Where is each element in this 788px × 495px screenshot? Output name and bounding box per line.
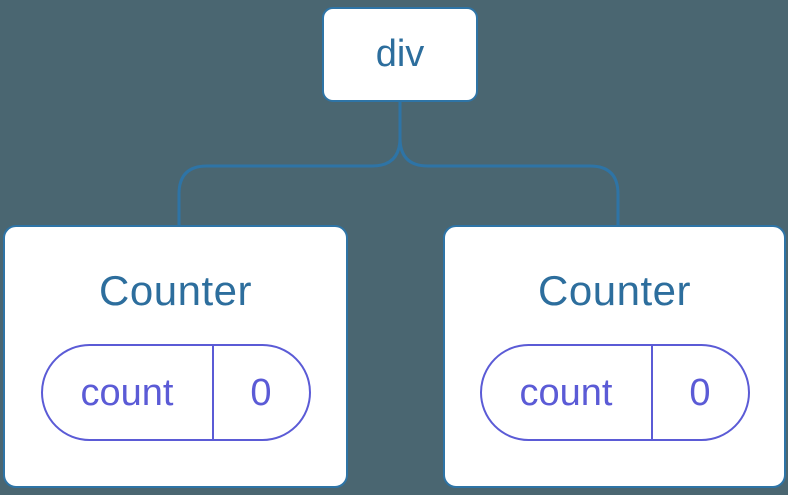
state-key-cell: count — [482, 346, 653, 439]
connector-right-branch — [398, 101, 620, 226]
counter-node-left: Counter count 0 — [3, 225, 348, 488]
state-key-cell: count — [43, 346, 214, 439]
state-key-label: count — [80, 371, 174, 414]
state-value-cell: 0 — [214, 346, 309, 439]
state-value-label: 0 — [250, 371, 272, 414]
state-pill: count 0 — [479, 344, 750, 441]
state-value-cell: 0 — [653, 346, 748, 439]
state-value-label: 0 — [689, 371, 711, 414]
component-name-label: Counter — [99, 267, 252, 314]
connector-left-branch — [177, 101, 402, 226]
state-pill: count 0 — [40, 344, 311, 441]
component-name-label: Counter — [538, 267, 691, 314]
state-key-label: count — [519, 371, 613, 414]
root-node-label: div — [375, 33, 425, 75]
root-node-div: div — [322, 7, 478, 102]
counter-node-right: Counter count 0 — [443, 225, 786, 488]
